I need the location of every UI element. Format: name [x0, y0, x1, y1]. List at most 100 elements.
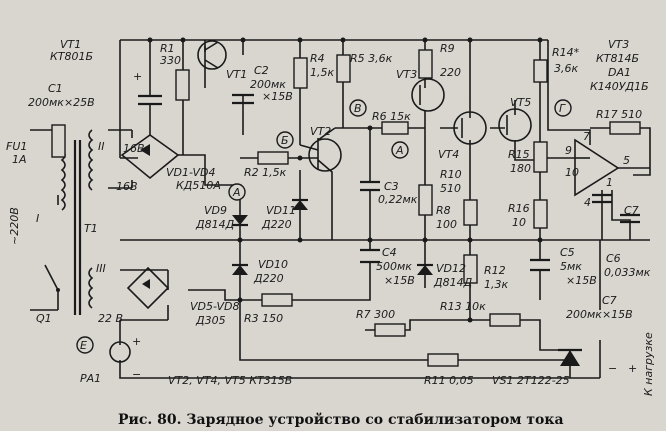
label-vd10: VD10 — [258, 258, 288, 271]
node-markers — [228, 99, 572, 201]
diode-vd10 — [232, 263, 248, 275]
label-c2: C2 — [254, 64, 269, 77]
capacitor-c6 — [620, 213, 640, 224]
fuse-fu1 — [51, 124, 66, 158]
label-c6: C6 — [606, 252, 621, 265]
label-16v-b: 16В — [116, 180, 138, 193]
label-da1-type: К140УД1Б — [590, 80, 649, 93]
capacitor-c1 — [138, 94, 162, 106]
label-load-minus: − — [608, 362, 617, 375]
label-pin4: 4 — [584, 196, 591, 209]
label-vd9-type: Д814Д — [195, 218, 235, 231]
label-node-a2: А — [395, 144, 404, 157]
label-r17: R17 510 — [596, 108, 642, 121]
label-vd5-vd8-type: Д305 — [195, 314, 226, 327]
label-r12-val: 1,3к — [484, 278, 508, 291]
label-c4-val: 500мк — [376, 260, 412, 273]
capacitor-c3 — [360, 180, 380, 192]
opamp-da1 — [574, 138, 650, 197]
label-to-load: К нагрузке — [642, 332, 655, 396]
resistor-r11 — [427, 353, 459, 367]
label-vd1-vd4-type: КД510А — [176, 179, 221, 192]
label-vt3: VT3 — [396, 68, 417, 81]
resistor-r12 — [463, 254, 478, 284]
label-c3-val: 0,22мк — [378, 193, 418, 206]
label-c5-volt: ×15В — [566, 274, 597, 287]
label-r3: R3 150 — [244, 312, 283, 325]
label-r15: R15 — [508, 148, 530, 161]
label-c1-plus: + — [133, 70, 142, 83]
resistor-r17 — [609, 121, 641, 135]
label-vd5-vd8: VD5-VD8 — [190, 300, 240, 313]
label-pin5: 5 — [623, 154, 630, 167]
resistor-r7 — [374, 323, 406, 337]
label-fu1: FU1 — [6, 140, 27, 153]
label-c3: C3 — [384, 180, 399, 193]
resistor-r6 — [381, 121, 409, 135]
resistor-r10 — [463, 199, 478, 226]
label-c2-volt: ×15В — [262, 90, 293, 103]
label-node-v: В — [354, 102, 362, 115]
transistor-vt4 — [453, 111, 487, 145]
diode-vd11 — [292, 198, 308, 210]
label-node-b: Б — [281, 134, 289, 147]
capacitor-c2 — [232, 93, 254, 105]
switch-q1 — [44, 264, 60, 292]
label-c4-volt: ×15В — [384, 274, 415, 287]
transistor-vt1 — [197, 40, 227, 70]
label-vt1-sym: VT1 — [226, 68, 247, 81]
wiring — [30, 39, 651, 379]
label-mains: ~220В — [8, 207, 21, 245]
resistor-r15 — [533, 141, 548, 173]
label-r1-val: 330 — [160, 54, 181, 67]
label-r5: R5 3,6к — [350, 52, 393, 65]
resistor-r4 — [293, 57, 308, 89]
capacitor-c7 — [592, 193, 612, 204]
label-r10: R10 — [440, 168, 462, 181]
resistor-r16 — [533, 199, 548, 229]
label-transistor-types: VT2, VT4, VT5 КТ315В — [168, 374, 292, 387]
label-vd12: VD12 — [436, 262, 466, 275]
resistor-r14 — [533, 59, 548, 83]
label-r6: R6 15к — [372, 110, 411, 123]
label-r4-val: 1,5к — [310, 66, 334, 79]
label-vd11-type: Д220 — [261, 218, 292, 231]
diode-vd12 — [417, 263, 433, 275]
ammeter-pa1 — [109, 341, 131, 363]
label-e: Е — [80, 339, 87, 352]
label-vt5: VT5 — [510, 96, 531, 109]
label-node-g: Г — [559, 102, 566, 115]
figure-caption: Рис. 80. Зарядное устройство со стабилиз… — [118, 411, 564, 428]
bridge-vd5-vd8 — [126, 266, 170, 310]
label-winding-3: III — [96, 262, 106, 275]
label-vd1-vd4: VD1-VD4 — [166, 166, 216, 179]
label-r2: R2 1,5к — [244, 166, 287, 179]
label-r11: R11 0,05 — [424, 374, 474, 387]
resistor-r2 — [257, 151, 289, 165]
label-r8: R8 — [436, 204, 451, 217]
label-r1: R1 — [160, 42, 175, 55]
label-vt2: VT2 — [310, 125, 331, 138]
label-r12: R12 — [484, 264, 506, 277]
label-r7: R7 300 — [356, 308, 395, 321]
diode-vd9 — [232, 215, 248, 227]
label-vd10-type: Д220 — [253, 272, 284, 285]
label-vt3-type: КТ814Б — [596, 52, 639, 65]
resistor-r3 — [261, 293, 293, 307]
label-r8-val: 100 — [436, 218, 457, 231]
label-pa1-plus: + — [132, 335, 141, 348]
label-vs1: VS1 2Т122-25 — [492, 374, 570, 387]
label-r9-val: 220 — [440, 66, 461, 79]
label-r16: R16 — [508, 202, 530, 215]
label-22v: 22 В — [98, 312, 123, 325]
label-r4: R4 — [310, 52, 325, 65]
label-vt4: VT4 — [438, 148, 459, 161]
label-c2-val: 200мк — [250, 78, 286, 91]
label-vt3-ref: VT3 — [608, 38, 629, 51]
label-c4: C4 — [382, 246, 397, 259]
label-t1: T1 — [84, 222, 98, 235]
transformer-t1 — [60, 129, 94, 315]
label-r10-val: 510 — [440, 182, 461, 195]
label-da1-ref: DA1 — [608, 66, 631, 79]
